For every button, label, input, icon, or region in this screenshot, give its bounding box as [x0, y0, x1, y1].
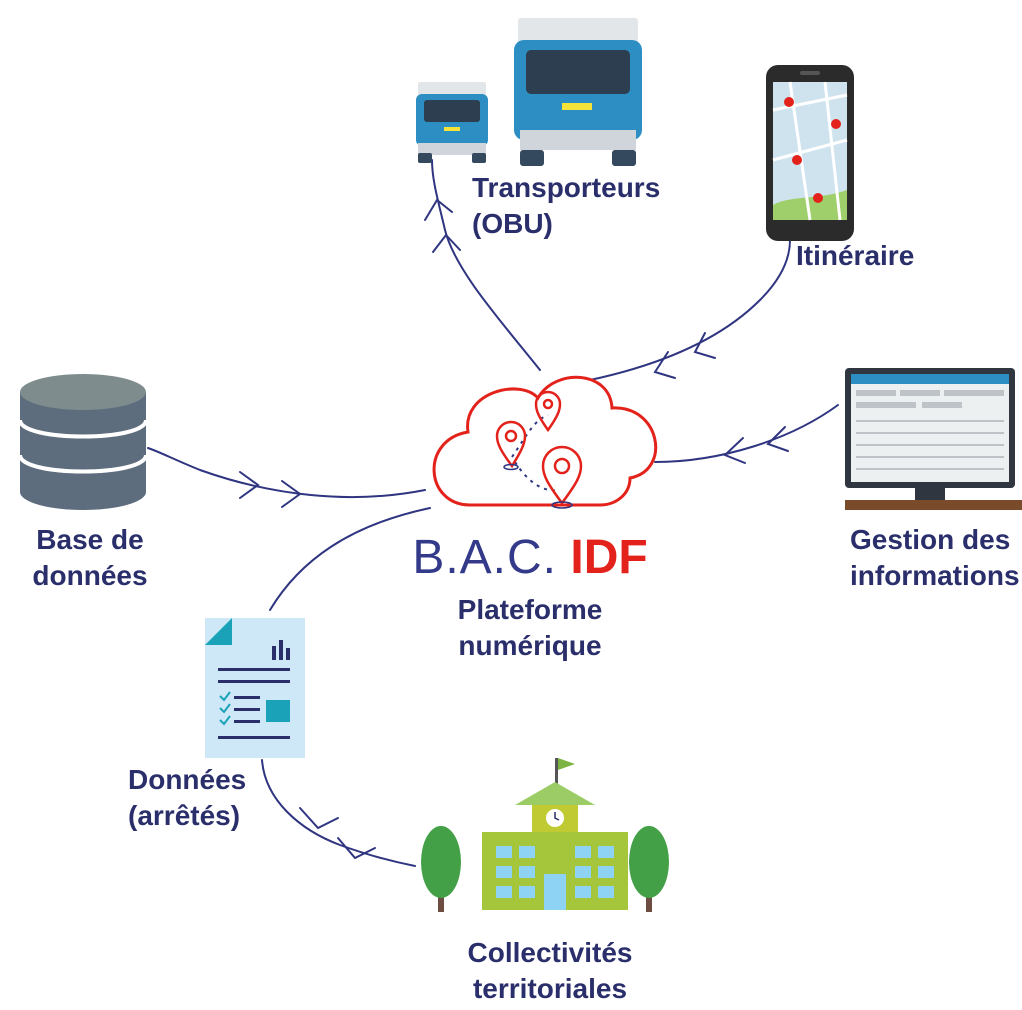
- label-transporteurs-line2: (OBU): [472, 208, 553, 239]
- arrow-gestion-a: [723, 437, 746, 464]
- arrow-gestion-b: [766, 426, 789, 452]
- label-collectivites-line1: Collectivités: [467, 937, 633, 968]
- label-collectivites-line2: territoriales: [472, 973, 628, 1004]
- arrow-collectivites-a: [299, 807, 339, 830]
- connector-gestion: [654, 404, 839, 463]
- label-platform: Plateforme numérique: [430, 592, 630, 664]
- label-gestion: Gestion des informations: [850, 522, 1022, 594]
- label-gestion-line2: informations: [850, 560, 1020, 591]
- label-base-line1: Base de: [36, 524, 144, 555]
- town-hall-icon: [421, 758, 669, 912]
- label-transporteurs-line1: Transporteurs: [472, 172, 661, 203]
- label-donnees-line1: Données: [128, 764, 247, 795]
- connector-donnees: [269, 507, 431, 611]
- connector-transporteurs: [431, 159, 541, 371]
- label-donnees-line2: (arrêtés): [128, 800, 241, 831]
- label-itineraire: Itinéraire: [796, 238, 914, 274]
- label-base-line2: données: [32, 560, 148, 591]
- label-transporteurs: Transporteurs (OBU): [472, 170, 660, 242]
- connector-base: [147, 447, 426, 499]
- document-report-icon: [205, 618, 305, 758]
- label-gestion-line1: Gestion des: [850, 524, 1011, 555]
- label-platform-line1: Plateforme: [457, 594, 603, 625]
- label-base: Base de données: [20, 522, 160, 594]
- smartphone-map-icon: [766, 65, 854, 241]
- arrow-collectivites-b: [337, 837, 376, 860]
- platform-brand: B.A.C. IDF: [380, 530, 680, 586]
- computer-monitor-icon: [845, 368, 1022, 510]
- connector-itineraire: [589, 239, 791, 381]
- label-donnees: Données (arrêtés): [128, 762, 246, 834]
- label-collectivites: Collectivités territoriales: [440, 935, 660, 1007]
- brand-accent: IDF: [570, 531, 648, 584]
- arrow-itineraire-b: [693, 332, 716, 359]
- label-itineraire-line1: Itinéraire: [796, 240, 915, 271]
- cloud-with-map-pins-icon: [432, 375, 658, 509]
- arrow-itineraire-a: [653, 351, 676, 379]
- truck-icon: [416, 18, 642, 166]
- brand-main: B.A.C.: [412, 531, 558, 584]
- arrow-base-a: [239, 471, 260, 499]
- arrow-transporteurs-b: [432, 233, 461, 253]
- label-platform-line2: numérique: [458, 630, 602, 661]
- arrow-transporteurs-a: [424, 198, 453, 221]
- database-icon: [18, 374, 148, 510]
- connector-collectivites: [261, 759, 416, 867]
- arrow-base-b: [281, 480, 302, 508]
